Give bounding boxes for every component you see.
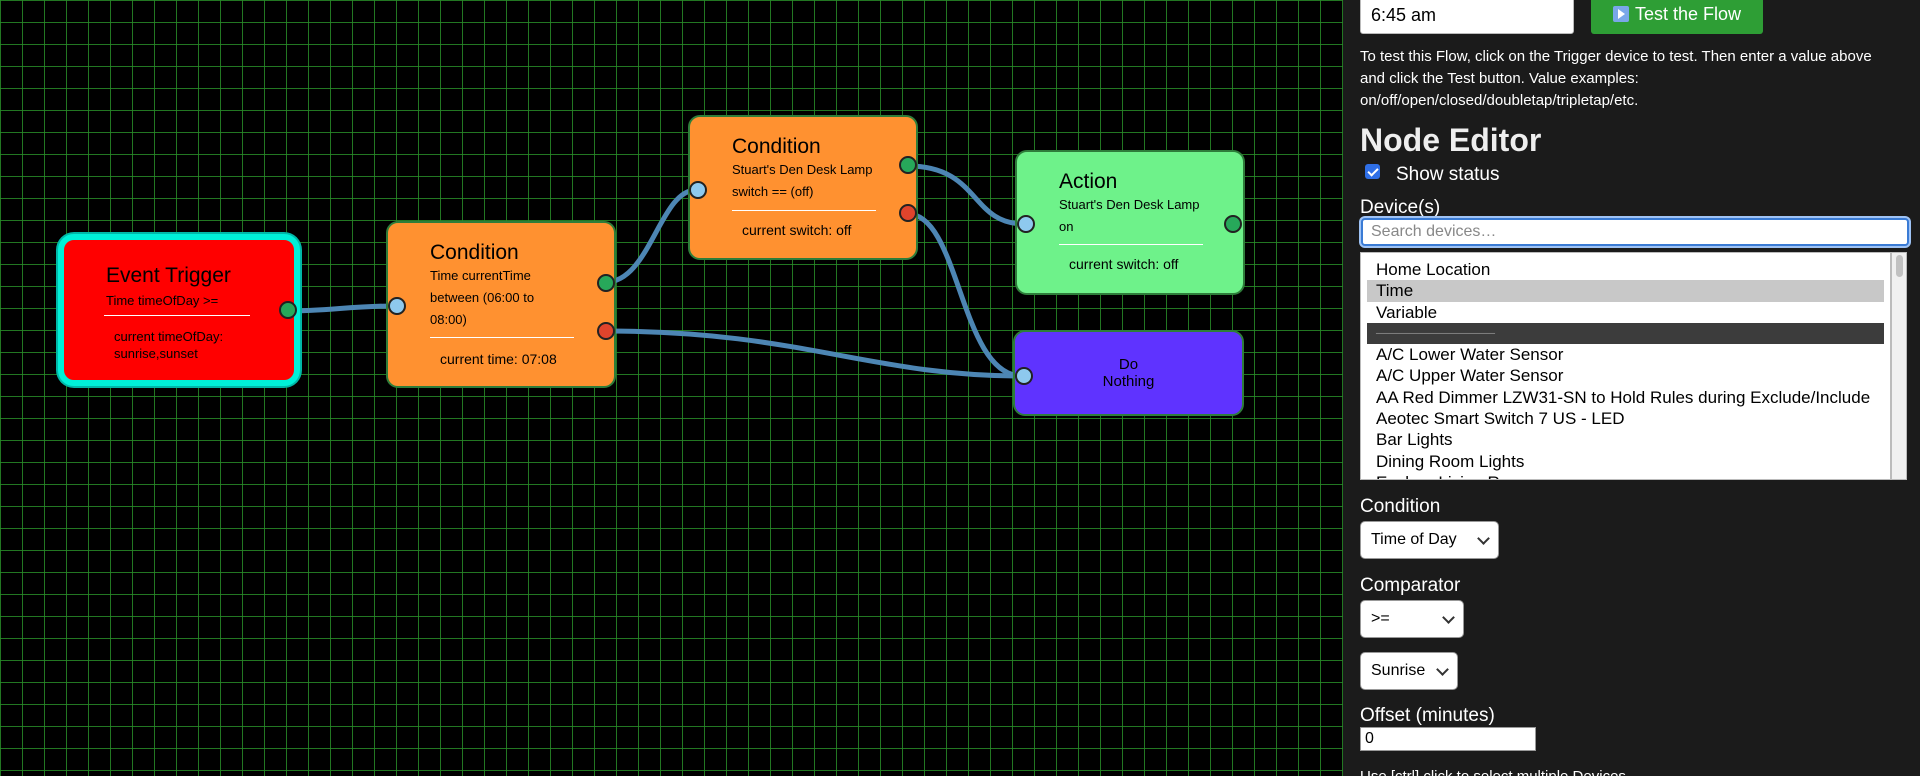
node-status: current switch: off — [1069, 256, 1179, 272]
node-divider — [104, 315, 250, 316]
node-title: Event Trigger — [106, 264, 231, 287]
device-option[interactable]: Home Location — [1376, 260, 1491, 279]
node-description: between (06:00 to — [430, 290, 535, 305]
show-status-checkbox[interactable] — [1365, 164, 1380, 179]
condition-node-time[interactable]: Condition Time currentTime between (06:0… — [386, 221, 616, 388]
show-status-label: Show status — [1396, 164, 1500, 185]
devices-label: Device(s) — [1360, 197, 1441, 218]
value-select[interactable]: Sunrise — [1360, 652, 1458, 690]
node-label-line: Do — [1118, 356, 1139, 373]
node-title: Condition — [732, 135, 821, 158]
node-label: Do Nothing — [1015, 356, 1242, 390]
help-text: To test this Flow, click on the Trigger … — [1360, 48, 1872, 109]
device-search-input[interactable] — [1361, 218, 1909, 246]
flow-canvas[interactable]: Event Trigger Time timeOfDay >= current … — [0, 0, 1343, 776]
node-status: current switch: off — [742, 222, 852, 238]
node-status: current time: 07:08 — [440, 351, 557, 367]
node-editor-heading: Node Editor — [1360, 122, 1542, 158]
comparator-select-value: >= — [1371, 610, 1390, 627]
node-description: Stuart's Den Desk Lamp — [732, 162, 873, 177]
do-nothing-node[interactable]: Do Nothing — [1013, 330, 1244, 416]
device-option[interactable]: A/C Upper Water Sensor — [1376, 366, 1564, 386]
false-output-port[interactable] — [899, 204, 917, 222]
wire-condition2-true-to-action — [907, 163, 1025, 227]
chevron-down-icon — [1442, 610, 1455, 624]
test-flow-button-label: Test the Flow — [1634, 3, 1742, 24]
device-option[interactable]: Bar Lights — [1376, 430, 1453, 450]
multi-select-hint: Use [ctrl] click to select multiple Devi… — [1360, 768, 1626, 776]
node-description: switch == (off) — [732, 184, 814, 199]
device-list[interactable]: Home Location Time Variable ────────────… — [1360, 252, 1891, 480]
node-description: on — [1059, 219, 1074, 234]
comparator-select[interactable]: >= — [1360, 600, 1464, 638]
input-port[interactable] — [689, 181, 707, 199]
condition-select[interactable]: Time of Day — [1360, 521, 1499, 559]
node-label-line: Nothing — [1102, 373, 1155, 390]
device-option-selected[interactable]: Time — [1367, 280, 1884, 302]
input-port[interactable] — [1017, 215, 1035, 233]
device-separator: ────────────── — [1367, 322, 1884, 345]
wire-condition2-false-to-donothing — [907, 211, 1023, 379]
output-port[interactable] — [1224, 215, 1242, 233]
input-port[interactable] — [1015, 367, 1033, 385]
node-divider — [430, 337, 574, 338]
condition-label: Condition — [1360, 496, 1441, 517]
wire-condition1-to-condition2 — [605, 187, 697, 285]
device-option[interactable]: Aeotec Smart Switch 7 US - LED — [1376, 409, 1625, 429]
device-list-scrollbar[interactable] — [1891, 252, 1907, 480]
device-option[interactable]: A/C Lower Water Sensor — [1376, 345, 1564, 365]
node-description: Stuart's Den Desk Lamp — [1059, 197, 1200, 212]
node-divider — [1059, 244, 1203, 245]
node-description: Time currentTime — [430, 268, 531, 283]
node-title: Condition — [430, 241, 519, 264]
condition-select-value: Time of Day — [1371, 531, 1457, 548]
device-option[interactable]: Dining Room Lights — [1376, 451, 1525, 471]
device-option[interactable]: Ecobee Living Room sensor — [1367, 472, 1884, 479]
chevron-down-icon — [1436, 662, 1449, 676]
true-output-port[interactable] — [597, 274, 615, 292]
input-port[interactable] — [388, 297, 406, 315]
device-option[interactable]: Variable — [1376, 302, 1438, 322]
device-option[interactable]: AA Red Dimmer LZW31-SN to Hold Rules dur… — [1376, 387, 1871, 407]
condition-node-switch[interactable]: Condition Stuart's Den Desk Lamp switch … — [688, 115, 918, 260]
value-select-value: Sunrise — [1371, 662, 1426, 679]
wire-trigger-to-condition1 — [285, 303, 396, 314]
offset-input[interactable]: 0 — [1360, 727, 1536, 751]
test-value-input[interactable]: 6:45 am — [1360, 0, 1574, 34]
node-status: current timeOfDay: sunrise,sunset — [114, 329, 224, 361]
comparator-label: Comparator — [1360, 575, 1461, 596]
true-output-port[interactable] — [899, 156, 917, 174]
wire-condition1-false-to-donothing — [605, 328, 1023, 379]
wires-layer — [285, 163, 1025, 379]
output-port[interactable] — [279, 301, 297, 319]
play-icon — [1612, 6, 1629, 22]
node-divider — [732, 210, 876, 211]
test-flow-button[interactable]: Test the Flow — [1591, 0, 1763, 34]
chevron-down-icon — [1477, 531, 1490, 545]
node-description: 08:00) — [430, 312, 467, 327]
node-description: Time timeOfDay >= — [106, 293, 219, 308]
offset-label: Offset (minutes) — [1360, 705, 1495, 726]
side-panel: 6:45 am Test the Flow To test this Flow,… — [1343, 0, 1920, 776]
event-trigger-node[interactable]: Event Trigger Time timeOfDay >= current … — [58, 234, 300, 386]
false-output-port[interactable] — [597, 322, 615, 340]
node-title: Action — [1059, 170, 1118, 193]
action-node[interactable]: Action Stuart's Den Desk Lamp on current… — [1015, 150, 1245, 295]
scrollbar-thumb[interactable] — [1896, 255, 1903, 277]
